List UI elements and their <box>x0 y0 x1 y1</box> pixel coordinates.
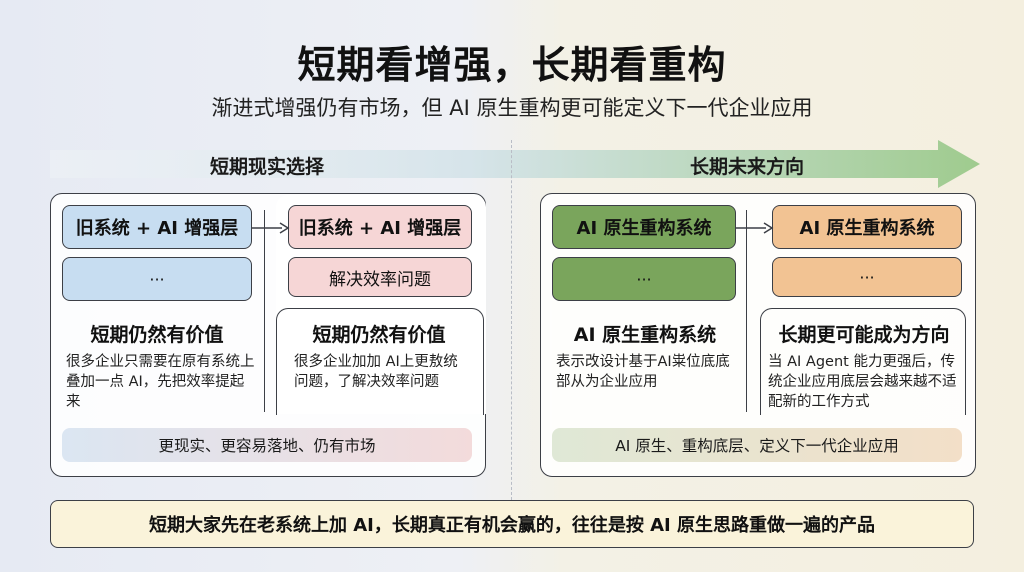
long-term-summary: AI 原生、重构底层、定义下一代企业应用 <box>552 428 962 462</box>
short-card1-body: 很多企业只需要在原有系统上叠加一点 AI，先把效率提起来 <box>66 354 255 410</box>
short-inner-divider <box>264 210 265 412</box>
long-card2-pill-bottom: ··· <box>772 257 962 297</box>
long-card1-body: 表示改设计基于AI粜位底底部从为企业应用 <box>556 354 730 390</box>
timeline-arrow <box>50 140 980 188</box>
short-card1-pill-top: 旧系统 + AI 增强层 <box>62 205 252 249</box>
long-card2-pill-top: AI 原生重构系统 <box>772 205 962 249</box>
short-card1-heading: 短期仍然有价值 <box>90 324 224 346</box>
long-inner-divider <box>746 210 747 412</box>
long-card1-pill-top: AI 原生重构系统 <box>552 205 736 249</box>
short-card2-heading: 短期仍然有价值 <box>312 324 446 346</box>
center-divider <box>511 140 512 500</box>
page-subtitle: 渐进式增强仍有市场，但 AI 原生重构更可能定义下一代企业应用 <box>211 96 813 120</box>
long-connector-arrow <box>736 222 774 234</box>
short-term-summary: 更现实、更容易落地、仍有市场 <box>62 428 472 462</box>
short-connector-arrow <box>252 222 290 234</box>
bottom-banner: 短期大家先在老系统上加 AI，长期真正有机会赢的，往往是按 AI 原生思路重做一… <box>50 500 974 548</box>
short-card1-pill-bottom: ··· <box>62 257 252 301</box>
page-title: 短期看增强，长期看重构 <box>297 43 727 87</box>
short-card2-pill-bottom: 解决效率问题 <box>288 257 472 297</box>
long-card1-pill-bottom: ··· <box>552 257 736 301</box>
long-card2-heading: 长期更可能成为方向 <box>778 324 950 346</box>
short-term-label: 短期现实选择 <box>210 156 325 178</box>
long-card2-frame <box>760 308 966 415</box>
short-card2-pill-top: 旧系统 + AI 增强层 <box>288 205 472 249</box>
long-card1-heading: AI 原生重构系统 <box>573 324 717 346</box>
long-card2-body: 当 AI Agent 能力更强后，传统企业应用底层会越来越不适配新的工作方式 <box>768 354 957 410</box>
long-term-label: 长期未来方向 <box>690 156 805 178</box>
short-card2-frame <box>276 308 484 415</box>
short-card2-body: 很多企业加加 AI上更敖统问题，了解决效率问题 <box>294 354 458 390</box>
